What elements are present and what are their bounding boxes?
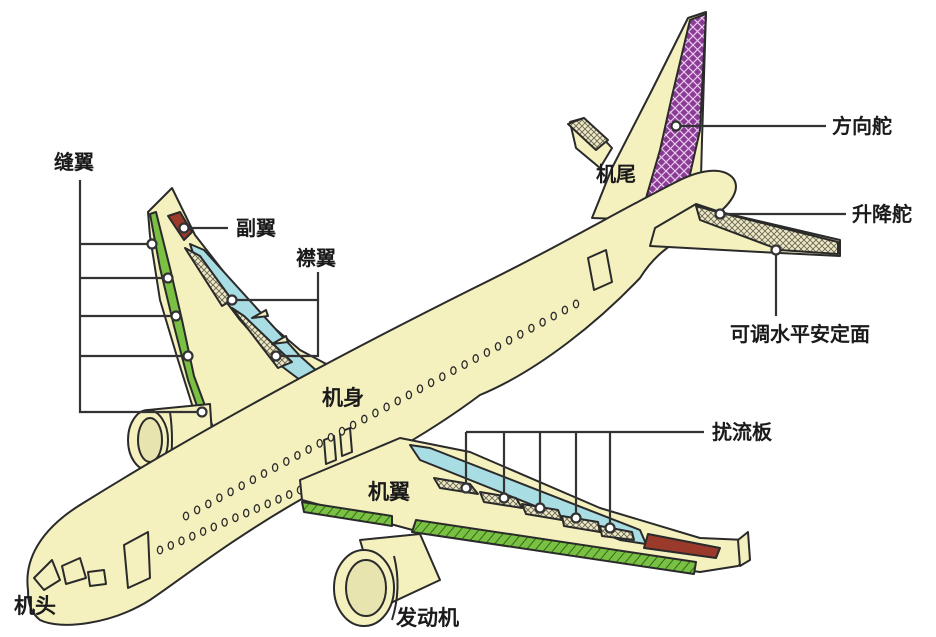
window bbox=[275, 494, 282, 504]
window bbox=[383, 402, 390, 412]
near-wing bbox=[299, 437, 751, 575]
near-slat-1 bbox=[301, 501, 393, 527]
window bbox=[253, 504, 261, 513]
label-fuselage: 机身 bbox=[322, 386, 364, 410]
label-rudder: 方向舵 bbox=[832, 114, 892, 138]
window bbox=[205, 499, 212, 509]
window bbox=[528, 323, 535, 333]
window bbox=[238, 481, 245, 491]
far-wing bbox=[147, 187, 331, 433]
window bbox=[189, 531, 196, 541]
window bbox=[439, 372, 446, 382]
leader-dots bbox=[146, 120, 782, 534]
window bbox=[450, 366, 457, 376]
window bbox=[372, 408, 379, 418]
label-engine: 发动机 bbox=[396, 606, 459, 630]
window bbox=[361, 414, 368, 424]
window bbox=[483, 348, 491, 357]
label-slat: 缝翼 bbox=[54, 150, 94, 174]
window bbox=[416, 384, 424, 394]
window bbox=[405, 390, 413, 400]
window bbox=[156, 545, 164, 555]
window bbox=[264, 499, 271, 509]
window bbox=[316, 438, 323, 448]
window bbox=[260, 469, 268, 479]
window bbox=[472, 354, 479, 363]
window bbox=[561, 305, 569, 315]
label-aileron: 副翼 bbox=[236, 216, 276, 240]
window bbox=[216, 493, 223, 503]
label-elevator: 升降舵 bbox=[852, 202, 912, 226]
vertical-tail bbox=[567, 11, 707, 221]
near-engine bbox=[333, 533, 441, 627]
label-spoiler: 扰流板 bbox=[712, 420, 772, 444]
window bbox=[242, 508, 250, 518]
window bbox=[193, 505, 201, 515]
label-adjustable-stabilizer: 可调水平安定面 bbox=[730, 322, 870, 346]
window bbox=[572, 299, 580, 309]
window bbox=[461, 360, 468, 370]
window bbox=[294, 450, 301, 460]
near-stabilizer bbox=[649, 203, 841, 257]
window bbox=[199, 527, 207, 536]
window bbox=[539, 317, 546, 327]
window bbox=[232, 513, 239, 523]
window bbox=[249, 475, 257, 485]
window bbox=[182, 511, 190, 521]
label-wing: 机翼 bbox=[368, 480, 410, 504]
window bbox=[505, 335, 513, 345]
window bbox=[305, 444, 312, 454]
window bbox=[349, 420, 357, 430]
window bbox=[494, 341, 502, 351]
label-tail: 机尾 bbox=[596, 162, 636, 186]
rudder bbox=[643, 13, 707, 211]
leader-lines bbox=[78, 124, 846, 528]
window bbox=[338, 426, 346, 436]
label-flap: 襟翼 bbox=[296, 246, 336, 270]
window bbox=[271, 463, 279, 472]
near-slat-2 bbox=[411, 519, 697, 575]
window-rows bbox=[156, 299, 580, 555]
window bbox=[221, 517, 228, 527]
window bbox=[178, 536, 185, 546]
window bbox=[427, 378, 435, 388]
window bbox=[210, 522, 218, 532]
near-aileron bbox=[643, 533, 721, 559]
window bbox=[550, 311, 557, 321]
window bbox=[283, 457, 290, 466]
window bbox=[285, 490, 293, 500]
window bbox=[227, 487, 234, 497]
window bbox=[167, 540, 175, 550]
window bbox=[517, 329, 524, 339]
label-nose: 机头 bbox=[14, 594, 56, 618]
window bbox=[327, 432, 335, 442]
window bbox=[394, 396, 401, 406]
